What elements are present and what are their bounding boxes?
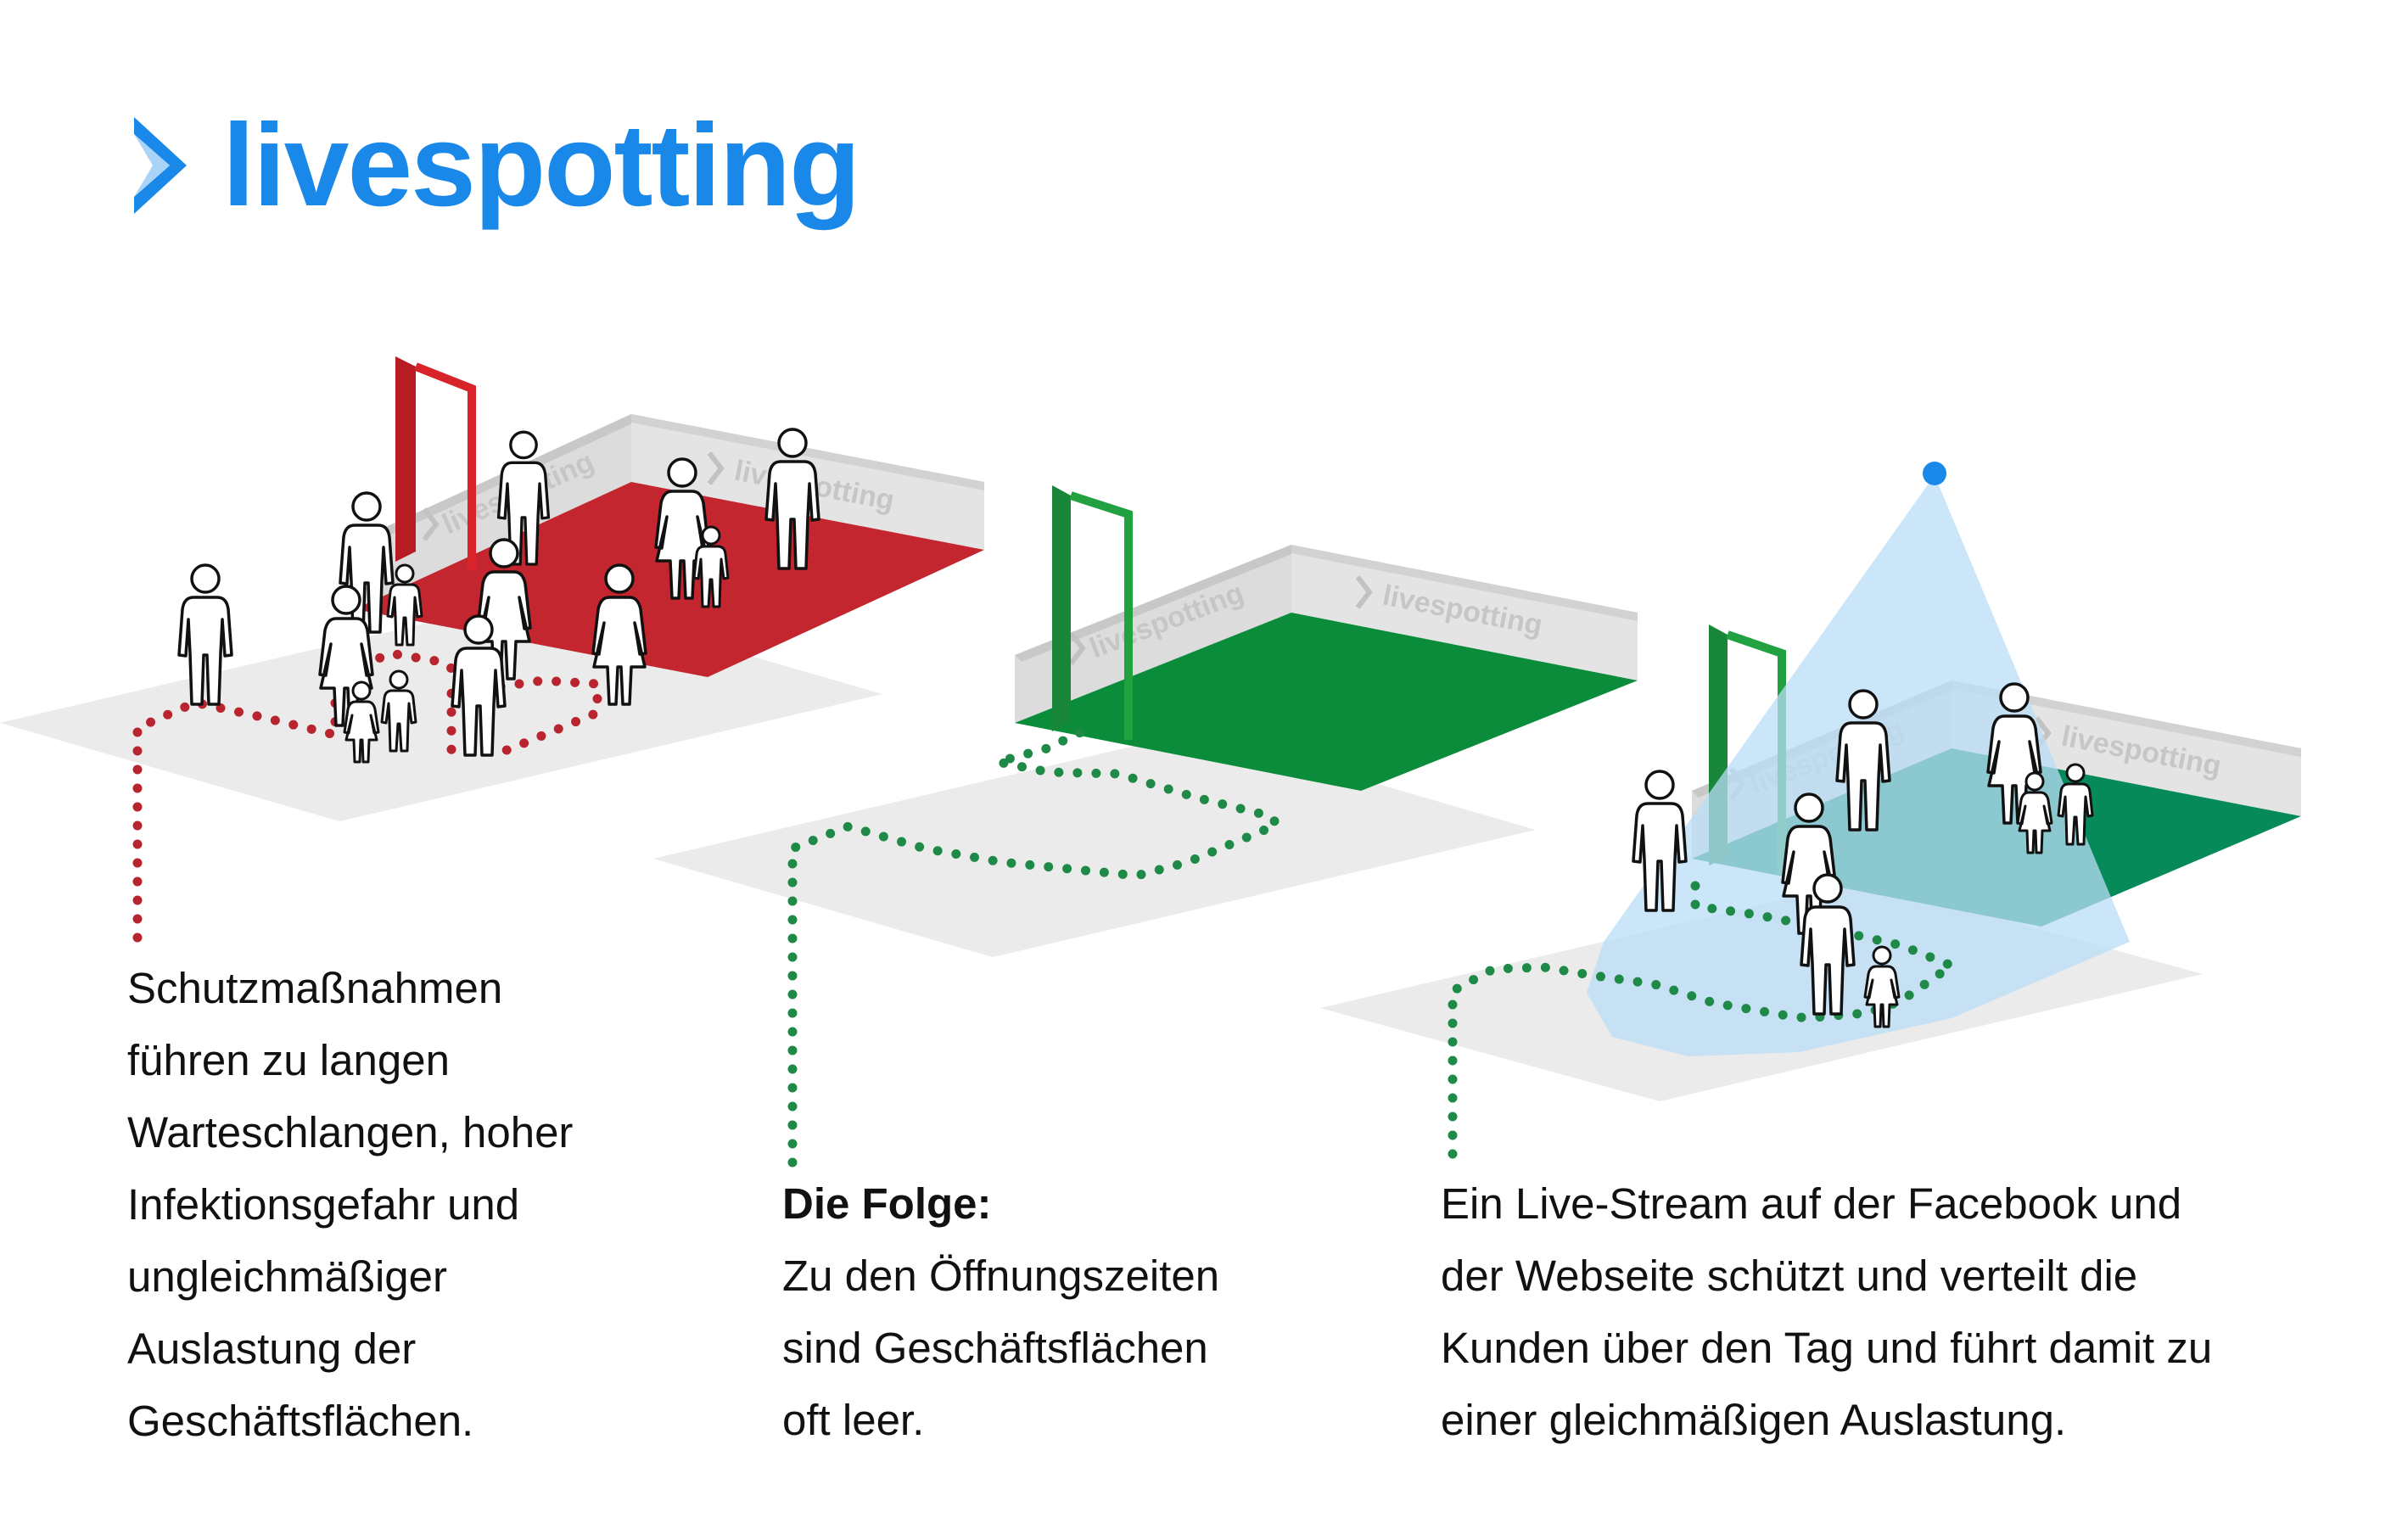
scene-empty: livespotting livespotting — [653, 485, 1638, 1168]
caption-line: Kunden über den Tag und führt damit zu — [1441, 1324, 2213, 1372]
back-wall-left-2 — [1015, 545, 1291, 723]
caption-empty: Die Folge: Zu den Öffnungszeiten sind Ge… — [782, 1168, 1219, 1456]
entrance-door-red — [395, 356, 476, 570]
caption-line: Zu den Öffnungszeiten — [782, 1252, 1220, 1300]
back-wall-right-top-3 — [1952, 680, 2301, 757]
caption-crowded: Schutzmaßnahmen führen zu langen Wartesc… — [127, 952, 573, 1457]
caption-livestream: Ein Live-Stream auf der Facebook und der… — [1441, 1168, 2212, 1456]
back-wall-top-2 — [1015, 545, 1298, 662]
camera-icon — [1923, 462, 1946, 485]
chevron-right-icon — [134, 117, 187, 214]
caption-line: führen zu langen — [127, 1036, 450, 1084]
queue-path-red — [132, 648, 602, 943]
caption-line: sind Geschäftsflächen — [782, 1324, 1208, 1372]
entrance-door-green — [1052, 485, 1133, 740]
ground-tile-2 — [653, 731, 1536, 957]
caption-line: Auslastung der — [127, 1324, 417, 1373]
scene-livestream: livespotting livespotting — [1320, 462, 2301, 1159]
caption-line: Schutzmaßnahmen — [127, 964, 503, 1012]
back-wall-right-2 — [1291, 545, 1638, 680]
caption-line: Infektionsgefahr und — [127, 1180, 520, 1229]
caption-line: einer gleichmäßigen Auslastung. — [1441, 1396, 2067, 1444]
caption-line: Ein Live-Stream auf der Facebook und — [1441, 1179, 2182, 1228]
brand-logo: livespotting — [127, 93, 860, 238]
back-wall-right-3 — [1952, 680, 2301, 816]
back-wall-right-top-2 — [1291, 545, 1638, 621]
caption-line: Geschäftsflächen. — [127, 1397, 474, 1445]
caption-line: ungleichmäßiger — [127, 1252, 448, 1301]
caption-heading: Die Folge: — [782, 1179, 992, 1228]
brand-wordmark: livespotting — [222, 100, 860, 231]
empty-floor — [1015, 613, 1638, 791]
back-wall-left-1 — [355, 414, 631, 609]
caption-line: oft leer. — [782, 1396, 925, 1444]
caption-line: Warteschlangen, hoher — [127, 1108, 574, 1156]
entry-path-green — [787, 726, 1285, 1168]
caption-line: der Webseite schützt und verteilt die — [1441, 1252, 2138, 1300]
back-wall-right-top-1 — [631, 414, 984, 490]
